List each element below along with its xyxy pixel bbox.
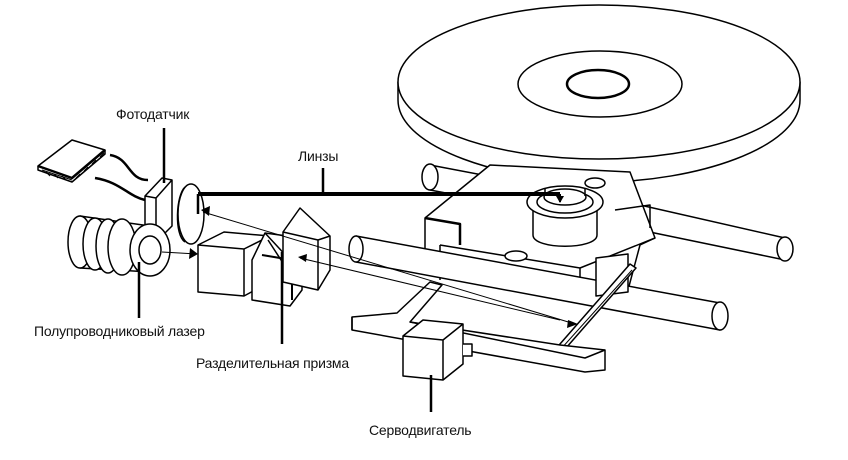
turning-mirror: [552, 253, 637, 357]
triangular-prism: [282, 207, 331, 291]
leader-lines: [137, 128, 433, 412]
guide-rail-right: [639, 204, 794, 262]
chip-cable: [94, 153, 149, 202]
label-splitting-prism: Разделительная призма: [196, 355, 349, 371]
control-chip: [37, 139, 106, 183]
label-photodetector: Фотодатчик: [116, 106, 190, 122]
light-path: [161, 192, 576, 325]
semiconductor-laser: [67, 215, 171, 277]
label-semiconductor-laser: Полупроводниковый лазер: [34, 323, 205, 339]
servo-motor-body: [402, 319, 473, 381]
label-lenses: Линзы: [298, 148, 339, 164]
beam-arrows: [189, 196, 578, 328]
base-plate: [351, 281, 606, 373]
guide-rail-lower: [348, 235, 729, 331]
optical-disc: [397, 4, 801, 183]
objective-lens: [526, 185, 604, 247]
label-servo-motor: Серводвигатель: [369, 422, 472, 438]
